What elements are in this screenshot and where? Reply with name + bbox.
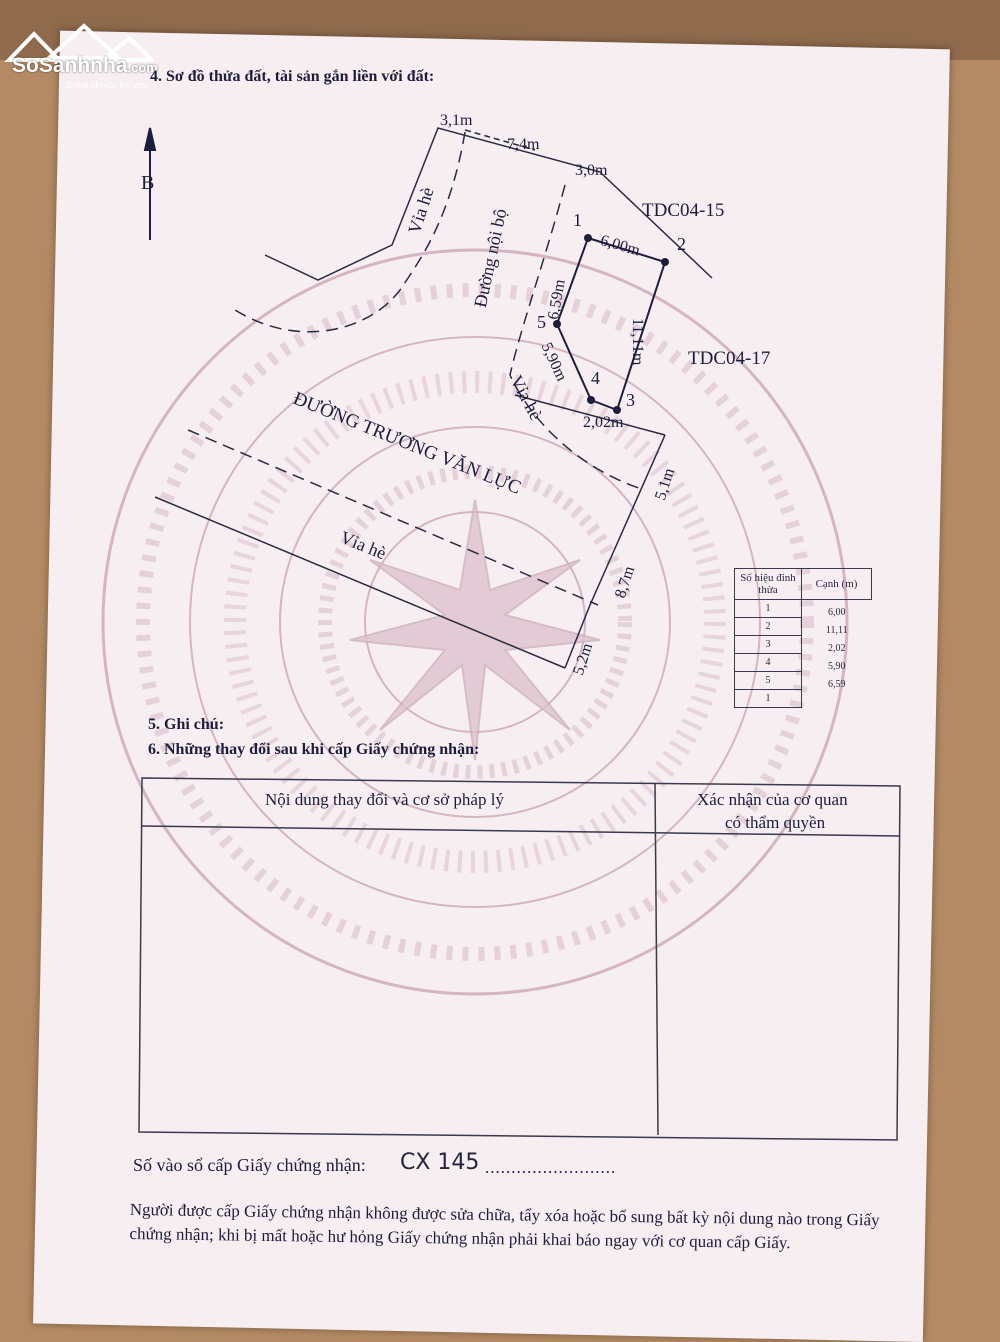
vertex-4-label: 4: [591, 368, 600, 388]
watermark-brand: SoSanhnha.com: [12, 54, 158, 77]
edge-table-vertex: 5: [734, 671, 802, 690]
edge-table-vertex: 2: [734, 617, 802, 636]
lot-east-label: TDC04-17: [688, 348, 771, 369]
lot-north-label: TDC04-15: [642, 200, 725, 221]
vertex-3-label: 3: [626, 390, 635, 410]
vertex-2-label: 2: [677, 234, 686, 254]
house-icon: [4, 23, 157, 62]
edge-table-header-length: Cạnh (m): [801, 568, 872, 600]
dim-top-right: 3,0m: [575, 162, 608, 179]
road-boundaries: [154, 127, 713, 669]
edge-table-length: 11,11: [801, 617, 872, 636]
edge-table-vertex: 3: [734, 635, 802, 654]
section4-title: 4. Sơ đồ thửa đất, tài sản gắn liền với …: [150, 68, 435, 85]
vertex-1-label: 1: [573, 210, 582, 230]
edge-table-length: 2,02: [801, 635, 872, 654]
registry-label: Số vào sổ cấp Giấy chứng nhận:: [133, 1155, 366, 1175]
registry-number: CX 145: [400, 1150, 480, 1175]
dim-top-left: 3,1m: [440, 112, 473, 129]
edge-table-length: 6,00: [801, 599, 872, 618]
watermark-logo: [4, 20, 157, 92]
edge-table-vertex: 1: [734, 689, 802, 708]
watermark-tagline: Great choice for you: [66, 80, 148, 90]
dim-top-mid: 7,4m: [507, 136, 540, 153]
edge-3-4-label: 2,02m: [583, 414, 624, 431]
land-parcel: [555, 236, 667, 412]
section6-title: 6. Những thay đổi sau khi cấp Giấy chứng…: [148, 741, 480, 758]
changes-col1-header: Nội dung thay đổi và cơ sở pháp lý: [265, 790, 504, 809]
changes-table-lines: [138, 777, 901, 1141]
edge-table-vertex: 1: [734, 599, 802, 618]
edge-table-vertex: 4: [734, 653, 802, 672]
north-arrow: [143, 127, 157, 240]
edge-table-spacer: [801, 689, 872, 708]
changes-col2-header-line1: Xác nhận của cơ quan: [697, 790, 848, 809]
vertex-5-label: 5: [537, 312, 546, 332]
changes-col2-header-line2: có thẩm quyền: [725, 813, 826, 832]
section5-title: 5. Ghi chú:: [148, 716, 225, 733]
parcel-vertices: [553, 234, 669, 414]
edge-table-header-vertex: Số hiệu đỉnh thửa: [734, 568, 802, 600]
edge-table-length: 5,90: [801, 653, 872, 672]
edge-table-length: 6,59: [801, 671, 872, 690]
edge-2-3-label: 11,11m: [629, 318, 646, 366]
north-label: B: [141, 172, 155, 194]
registry-dotted-line: ........................................…: [485, 1158, 615, 1177]
